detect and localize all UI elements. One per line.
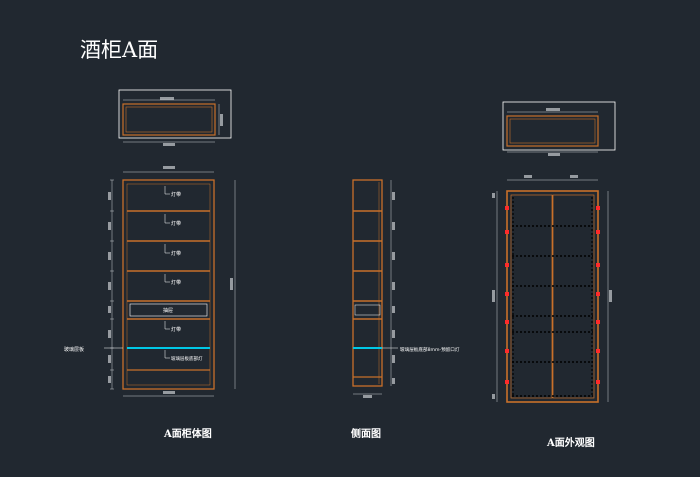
exterior-view — [492, 175, 612, 403]
shelf-label-2: 灯带 — [171, 220, 181, 227]
plan-b-dim-text-top — [546, 108, 560, 111]
front-left-dim-ticks — [110, 179, 114, 390]
shelf-label-leader-1 — [164, 186, 170, 195]
shelf-label-leader-5 — [164, 321, 170, 330]
plan-b-outline — [502, 101, 616, 151]
shelf-label-1: 灯带 — [171, 191, 181, 198]
plan-b-dim-text-bottom — [548, 153, 560, 156]
side-cabinet-frame — [352, 179, 383, 387]
front-width-dim-text-top — [163, 166, 175, 169]
exterior-frame — [506, 190, 599, 403]
exterior-top-dim-text-left — [524, 175, 532, 178]
plan-view-exterior — [502, 101, 616, 156]
front-cabinet-frame — [122, 179, 215, 390]
shelf-label-4: 灯带 — [171, 279, 181, 286]
front-body-view: 灯带 灯带 灯带 灯带 抽屉 灯带 玻璃层板底部灯 玻璃层板 — [64, 166, 236, 397]
plan-dim-text-side — [220, 114, 223, 126]
exterior-top-dim-text-right — [570, 175, 578, 178]
side-view: 玻璃层板底部8mm-预留口灯 — [352, 179, 460, 398]
side-right-dim-texts — [392, 192, 395, 384]
exterior-left-dim-text-bottom — [492, 394, 495, 399]
plan-dim-text-top — [160, 97, 174, 100]
front-left-dim-texts — [108, 192, 111, 383]
shelf-label-3: 灯带 — [171, 250, 181, 257]
shelf-label-leader-3 — [164, 244, 170, 254]
exterior-left-dim-text-top — [492, 193, 495, 198]
drawer-label: 抽屉 — [163, 307, 173, 314]
caption-side: 侧面图 — [351, 429, 381, 440]
side-glass-note: 玻璃层板底部8mm-预留口灯 — [400, 346, 460, 353]
exterior-left-dim-text-mid — [492, 290, 495, 302]
side-depth-dim-text — [363, 395, 372, 398]
side-drawer — [354, 304, 381, 316]
exterior-hidden-sides — [512, 197, 593, 396]
glass-note: 玻璃层板底部灯 — [171, 355, 203, 362]
shelf-label-leader-2 — [164, 214, 170, 224]
plan-cabinet-inner — [125, 106, 213, 133]
exterior-right-dim-text — [609, 290, 612, 302]
plan-view-front — [118, 89, 232, 146]
caption-exterior: A面外观图 — [547, 438, 595, 449]
front-height-dim-text — [230, 278, 233, 290]
exterior-hidden-shelves — [512, 225, 593, 397]
front-width-dim-text-bottom — [163, 391, 175, 394]
plan-dim-text-bottom — [163, 143, 175, 146]
glass-note-leader — [164, 350, 170, 359]
drawer — [129, 303, 208, 317]
plan-cabinet — [122, 103, 216, 136]
shelf-label-leader-4 — [164, 274, 170, 283]
hinge-markers — [505, 206, 600, 384]
glass-shelf-label: 玻璃层板 — [64, 346, 84, 353]
page-title: 酒柜A面 — [80, 38, 159, 62]
shelf-label-5: 灯带 — [171, 326, 181, 333]
plan-b-cabinet-inner — [509, 118, 596, 144]
front-cabinet-inner — [126, 183, 211, 386]
plan-b-cabinet — [506, 115, 599, 147]
caption-front-body: A面柜体图 — [164, 429, 212, 440]
plan-outline — [118, 89, 232, 139]
